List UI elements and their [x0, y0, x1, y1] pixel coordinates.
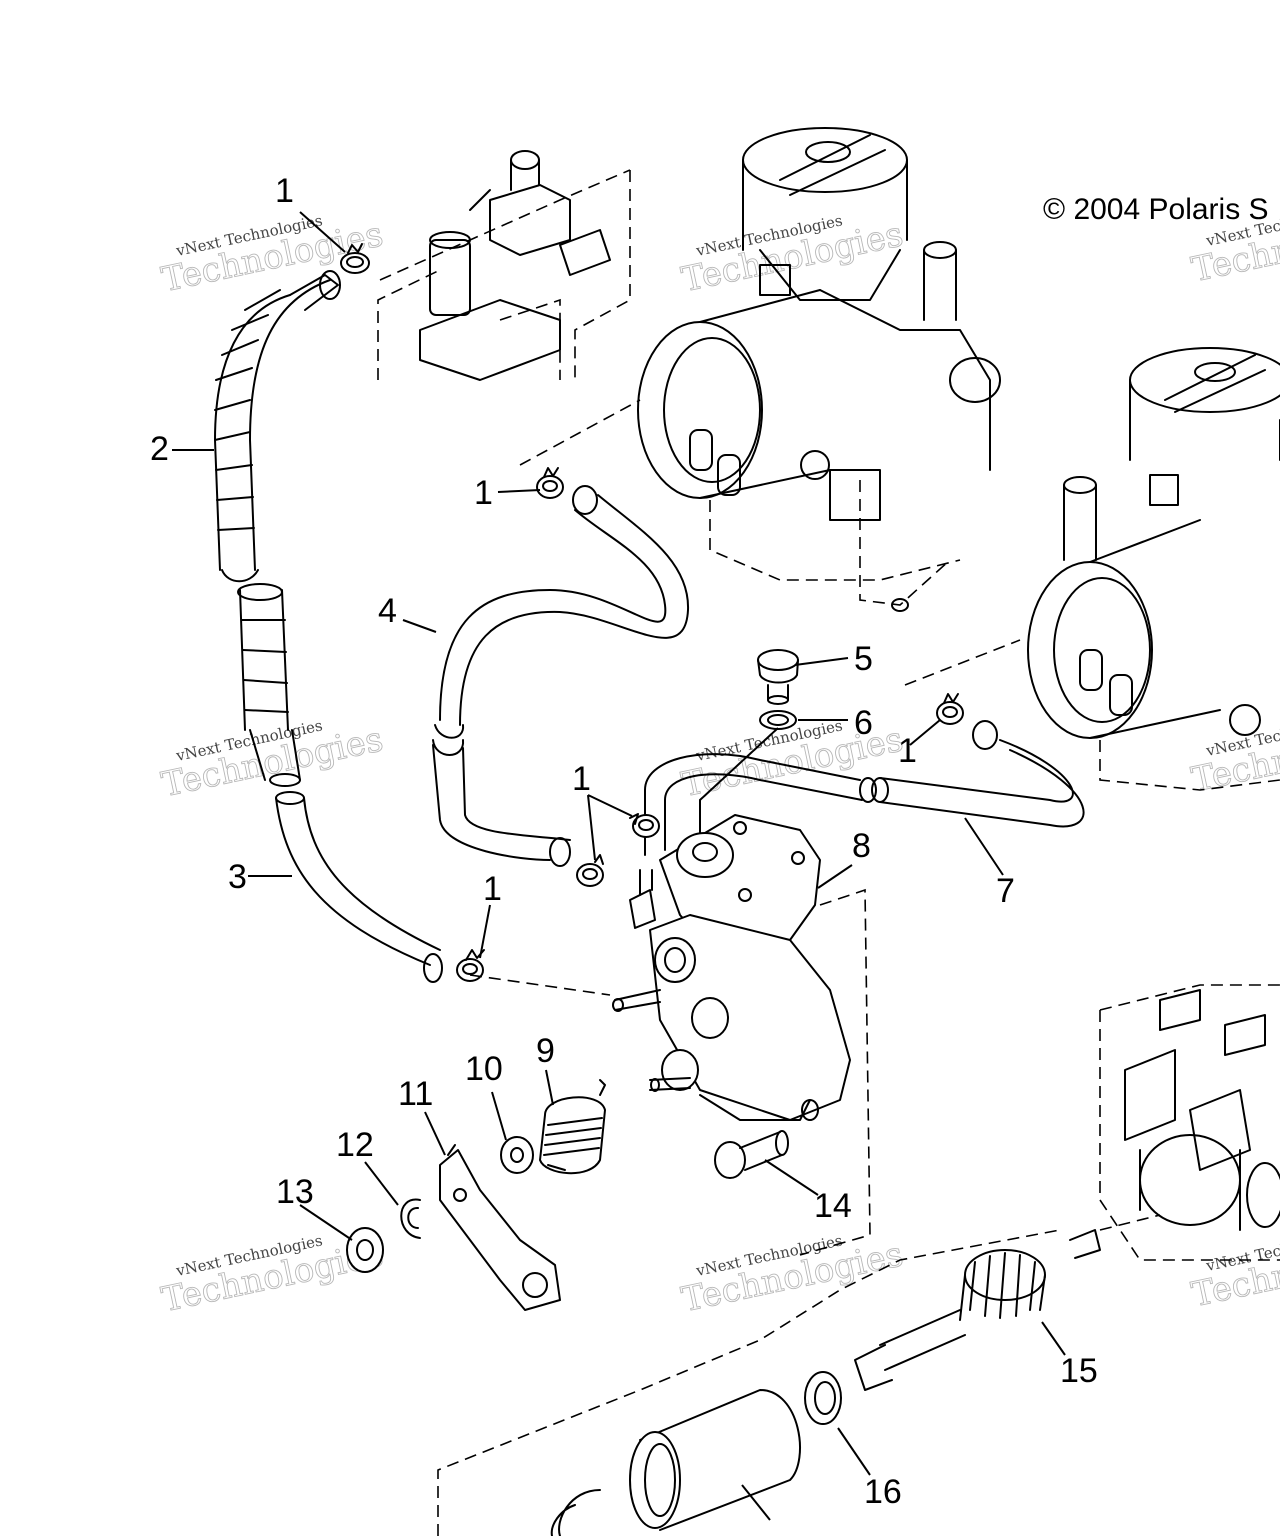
- callout-9: 9: [536, 1032, 555, 1070]
- lever-11: [439, 1144, 561, 1311]
- callout-1: 1: [898, 732, 917, 770]
- bushing-17: [437, 1229, 1061, 1536]
- copyright-text: © 2004 Polaris S: [1043, 193, 1269, 226]
- clamp-carb2: [936, 693, 964, 725]
- watermark: vNext Technologies Technologies: [678, 1231, 907, 1320]
- callout-5: 5: [854, 640, 873, 678]
- shaft-15: [854, 1229, 1101, 1391]
- callout-7: 7: [996, 872, 1015, 910]
- callout-11: 11: [398, 1075, 433, 1113]
- watermark: vNext Technologies Technologies: [158, 716, 387, 805]
- callout-1: 1: [474, 474, 493, 512]
- callout-14: 14: [814, 1187, 852, 1225]
- clamp-pump-b: [576, 854, 604, 887]
- svg-text:Technologies: Technologies: [1188, 714, 1280, 800]
- nut-13: [346, 1227, 384, 1273]
- callout-4: 4: [378, 592, 397, 630]
- callout-1: 1: [275, 172, 294, 210]
- carburetor-upper: [519, 127, 1001, 612]
- callout-3: 3: [228, 858, 247, 896]
- callout-8: 8: [852, 827, 871, 865]
- callout-1: 1: [483, 870, 502, 908]
- oil-pump-8: [469, 814, 871, 1256]
- clamp-carb1: [536, 467, 564, 499]
- hose-4: [432, 485, 690, 867]
- carburetor-lower: [904, 347, 1280, 791]
- callouts: 1 2 1 4 5 6 1 1 7 8 3 1 9 10 11 12 13 14…: [150, 172, 1098, 1511]
- watermark: vNext Technologies Technologies: [1188, 1226, 1280, 1315]
- washer-16: [804, 1371, 842, 1425]
- hose-3: [275, 791, 443, 983]
- callout-1: 1: [572, 760, 591, 798]
- callout-12: 12: [336, 1126, 374, 1164]
- callout-16: 16: [864, 1473, 902, 1511]
- engine-case-top: [377, 150, 631, 381]
- callout-13: 13: [276, 1173, 314, 1211]
- svg-text:Technologies: Technologies: [1188, 1229, 1280, 1315]
- screw-14: [714, 1130, 789, 1179]
- hose-7: [644, 720, 1085, 856]
- leader-lines: [172, 211, 1066, 1521]
- callout-10: 10: [465, 1050, 503, 1088]
- washer-10: [500, 1136, 534, 1174]
- spring-9: [539, 1079, 606, 1175]
- engine-case-lower: [1099, 984, 1280, 1261]
- hose-2: [214, 270, 341, 787]
- banjo-bolt-5: [757, 649, 799, 705]
- watermark: vNext Technologies Technologies: [158, 211, 387, 300]
- callout-2: 2: [150, 430, 169, 468]
- washer-6: [759, 710, 797, 730]
- callout-15: 15: [1060, 1352, 1098, 1390]
- clamp-top: [340, 243, 370, 274]
- clamp-pump-a: [629, 813, 660, 838]
- e-clip-12: [400, 1198, 421, 1239]
- callout-6: 6: [854, 704, 873, 742]
